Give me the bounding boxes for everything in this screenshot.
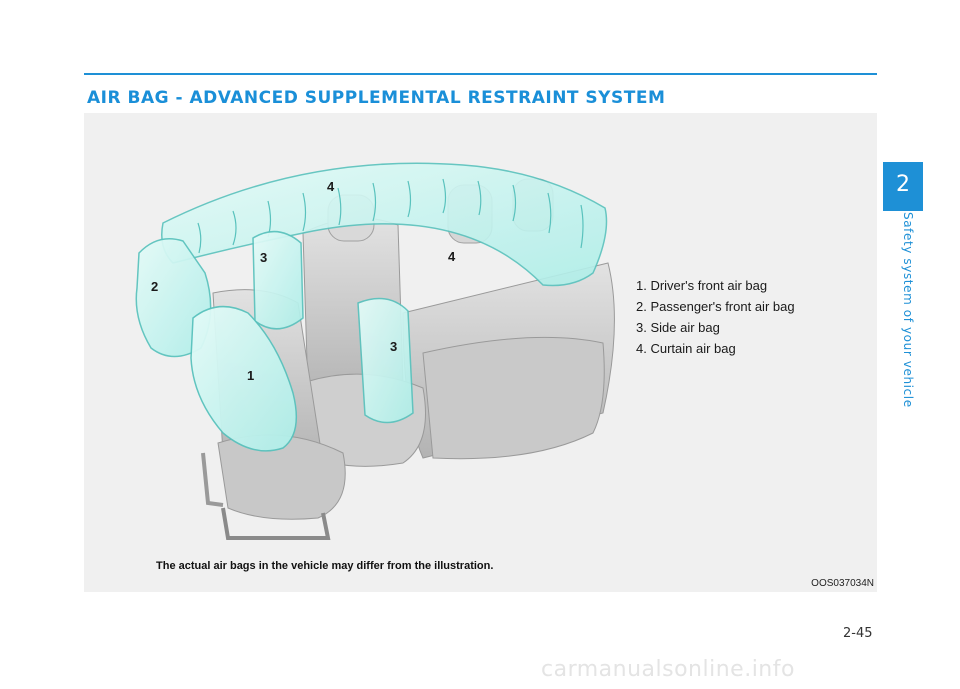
callout-2: 2 <box>151 279 158 294</box>
figure-box: 1 2 3 3 4 4 1. Driver's front air bag 2.… <box>84 113 877 592</box>
callout-1: 1 <box>247 368 254 383</box>
chapter-tab: 2 <box>883 162 923 211</box>
legend-item-side: 3. Side air bag <box>636 320 720 335</box>
airbag-illustration: 1 2 3 3 4 4 <box>135 162 615 540</box>
legend-item-driver-front: 1. Driver's front air bag <box>636 278 768 293</box>
callout-3-front: 3 <box>260 250 267 265</box>
legend-item-curtain: 4. Curtain air bag <box>636 341 736 356</box>
airbag-legend: 1. Driver's front air bag 2. Passenger's… <box>636 275 795 359</box>
legend-item-passenger-front: 2. Passenger's front air bag <box>636 299 795 314</box>
driver-front-air-bag <box>190 305 298 452</box>
side-air-bag-rear <box>357 297 414 424</box>
figure-caption: The actual air bags in the vehicle may d… <box>156 560 494 572</box>
callout-4-rear: 4 <box>448 249 456 264</box>
section-title: AIR BAG - ADVANCED SUPPLEMENTAL RESTRAIN… <box>87 88 666 108</box>
curtain-air-bag <box>161 162 608 287</box>
side-air-bag-front <box>252 230 304 330</box>
callout-3-rear: 3 <box>390 339 397 354</box>
watermark: carmanualsonline.info <box>541 657 795 682</box>
chapter-title: Safety system of your vehicle <box>901 212 915 408</box>
top-rule <box>84 73 877 75</box>
figure-code: OOS037034N <box>811 578 874 589</box>
callout-4-front: 4 <box>327 179 335 194</box>
page-number: 2-45 <box>843 626 873 641</box>
